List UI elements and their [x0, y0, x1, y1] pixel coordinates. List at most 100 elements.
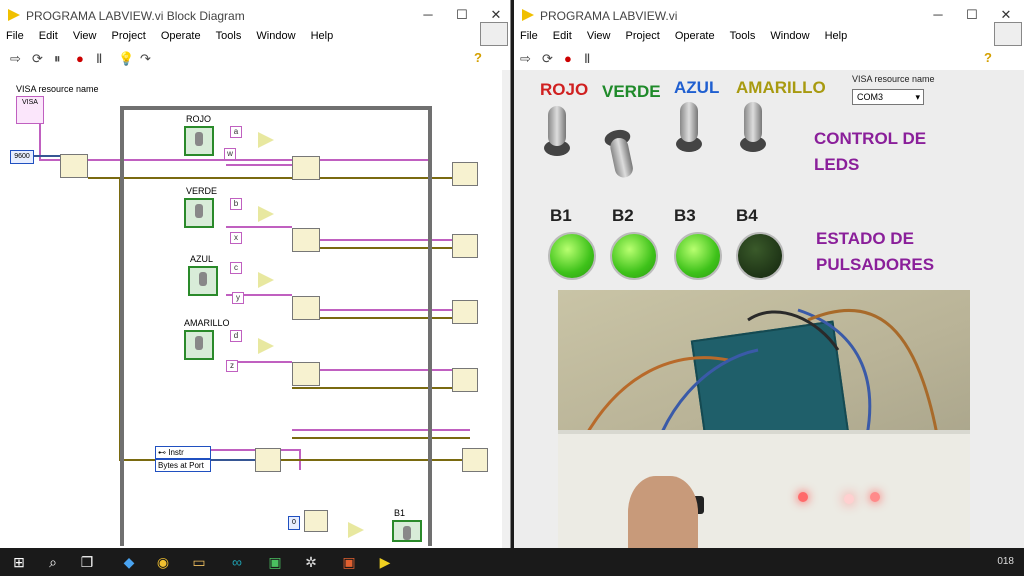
azul-label: AZUL	[190, 254, 214, 264]
arduino-icon[interactable]: ∞	[232, 554, 242, 570]
visa-read-node[interactable]	[255, 448, 281, 472]
menu-tools[interactable]: Tools	[215, 30, 242, 42]
amarillo-switch-terminal[interactable]	[184, 330, 214, 360]
chevron-down-icon[interactable]: ▾	[915, 92, 920, 102]
app-icon[interactable]: ✲	[305, 554, 317, 570]
bytes-at-port-text: Bytes at Port	[158, 461, 204, 470]
menu-project[interactable]: Project	[625, 30, 660, 42]
dropbox-icon[interactable]: ◆	[123, 554, 135, 570]
error-node-4[interactable]	[452, 368, 478, 392]
verde-toggle-switch[interactable]	[603, 127, 637, 182]
instr-property-node[interactable]: ⊷ Instr	[155, 446, 211, 459]
b2-led	[610, 232, 658, 280]
help-icon[interactable]: ?	[984, 50, 992, 65]
switch-lever	[548, 106, 566, 146]
menu-file[interactable]: File	[6, 30, 24, 42]
rojo-switch-terminal[interactable]	[184, 126, 214, 156]
pause-icon[interactable]: Ⅱ	[584, 51, 591, 66]
task-view-icon[interactable]: ❐	[80, 554, 94, 570]
visa-write-node-3[interactable]	[292, 296, 320, 320]
visa-resource-dropdown[interactable]: COM3 ▾	[852, 89, 924, 105]
visa-write-node-2[interactable]	[292, 228, 320, 252]
menu-help[interactable]: Help	[824, 30, 848, 42]
menu-project[interactable]: Project	[111, 30, 146, 42]
menu-edit[interactable]: Edit	[552, 30, 572, 42]
compare-function[interactable]	[348, 522, 364, 538]
windows-start-icon[interactable]: ⊞	[13, 554, 25, 570]
menu-tools[interactable]: Tools	[729, 30, 756, 42]
verde-switch-terminal[interactable]	[184, 198, 214, 228]
run-arrow-icon[interactable]: ⇨	[10, 51, 21, 66]
select-function-3[interactable]	[258, 272, 274, 288]
recorder-icon[interactable]: ▣	[342, 554, 356, 570]
zero-text: 0	[292, 519, 296, 526]
menu-operate[interactable]: Operate	[674, 30, 715, 42]
y-terminal: y	[232, 292, 244, 304]
error-node-1[interactable]	[452, 162, 478, 186]
baud-rate-constant[interactable]: 9600	[10, 150, 34, 164]
menu-operate[interactable]: Operate	[160, 30, 201, 42]
menu-view[interactable]: View	[72, 30, 97, 42]
front-panel-menubar: File Edit View Project Operate Tools Win…	[514, 30, 1024, 48]
labview-taskbar-icon[interactable]: ▶	[379, 554, 391, 570]
file-explorer-icon[interactable]: ▭	[192, 554, 206, 570]
breadboard	[558, 430, 970, 548]
azul-toggle-switch[interactable]	[676, 102, 702, 152]
close-icon[interactable]: ✕	[490, 7, 502, 22]
error-node-2[interactable]	[452, 234, 478, 258]
abort-icon[interactable]: ●	[76, 51, 84, 66]
menu-window[interactable]: Window	[770, 30, 810, 42]
b1-led	[548, 232, 596, 280]
menu-help[interactable]: Help	[310, 30, 334, 42]
labview-icon	[8, 9, 20, 21]
error-node-3[interactable]	[452, 300, 478, 324]
close-icon[interactable]: ✕	[1000, 7, 1012, 22]
minimize-icon[interactable]: ─	[423, 7, 433, 22]
c-terminal: c	[230, 262, 242, 274]
azul-switch-terminal[interactable]	[188, 266, 218, 296]
error-node-5[interactable]	[462, 448, 488, 472]
visa-resource-control[interactable]: VISA	[16, 96, 44, 124]
block-diagram-scrollbar[interactable]	[502, 70, 510, 548]
select-function-1[interactable]	[258, 132, 274, 148]
menu-file[interactable]: File	[520, 30, 538, 42]
camtasia-icon[interactable]: ▣	[268, 554, 282, 570]
control-title-line-2: LEDS	[814, 155, 860, 174]
menu-view[interactable]: View	[586, 30, 611, 42]
rojo-toggle-switch[interactable]	[544, 106, 570, 156]
string-subset-node[interactable]	[304, 510, 328, 532]
help-icon[interactable]: ?	[474, 50, 482, 65]
chrome-icon[interactable]: ◉	[156, 554, 170, 570]
maximize-icon[interactable]: ☐	[456, 7, 468, 22]
front-panel-titlebar[interactable]: PROGRAMA LABVIEW.vi ─ ☐ ✕	[514, 0, 1024, 30]
maximize-icon[interactable]: ☐	[966, 7, 978, 22]
select-function-4[interactable]	[258, 338, 274, 354]
minimize-icon[interactable]: ─	[933, 7, 943, 22]
block-diagram-titlebar[interactable]: PROGRAMA LABVIEW.vi Block Diagram ─ ☐ ✕	[0, 0, 510, 30]
red-led-2	[870, 492, 880, 502]
run-continuous-icon[interactable]: ⟳	[542, 51, 553, 66]
search-icon[interactable]: ⌕	[49, 554, 57, 570]
d-text: d	[233, 331, 239, 340]
bytes-at-port-node[interactable]: Bytes at Port	[155, 459, 211, 472]
index-constant[interactable]: 0	[288, 516, 300, 530]
amarillo-toggle-switch[interactable]	[740, 102, 766, 152]
step-icon[interactable]: ↷	[140, 51, 151, 66]
visa-write-node-4[interactable]	[292, 362, 320, 386]
menu-edit[interactable]: Edit	[38, 30, 58, 42]
select-function-2[interactable]	[258, 206, 274, 222]
abort-icon[interactable]: ●	[564, 51, 572, 66]
b1-indicator-terminal[interactable]	[392, 520, 422, 542]
pause-execution-icon[interactable]: Ⅱ	[96, 51, 103, 66]
pause-icon[interactable]: ⏸	[54, 51, 61, 66]
run-continuous-icon[interactable]: ⟳	[32, 51, 43, 66]
visa-write-node-1[interactable]	[292, 156, 320, 180]
estado-line-2: PULSADORES	[816, 255, 935, 274]
block-diagram-toolbar: ⇨ ⟳ ⏸ ● Ⅱ 💡 ↷ ?	[0, 22, 510, 71]
visa-configure-node[interactable]	[60, 154, 88, 178]
menu-window[interactable]: Window	[256, 30, 296, 42]
c-text: c	[234, 263, 238, 272]
run-arrow-icon[interactable]: ⇨	[520, 51, 531, 66]
estado-line-1: ESTADO DE	[816, 229, 914, 248]
highlight-bulb-icon[interactable]: 💡	[118, 51, 135, 66]
